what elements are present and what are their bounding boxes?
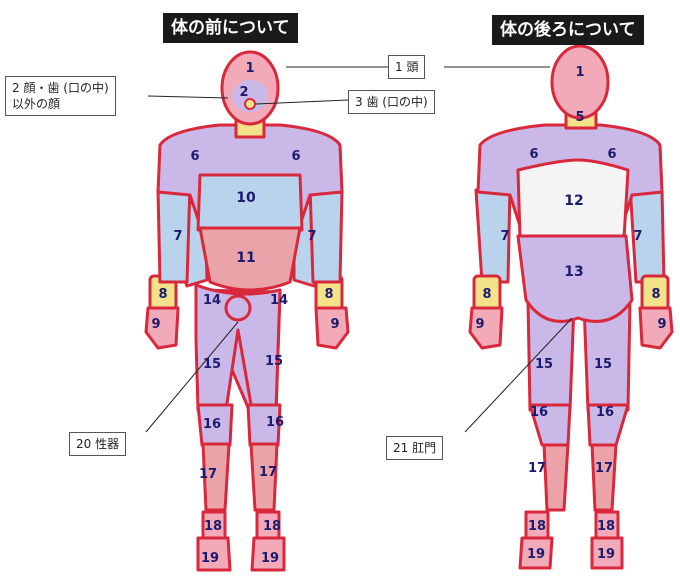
front-label-16a: 16 — [203, 417, 221, 432]
back-label-5: 5 — [575, 110, 584, 125]
back-hand-right — [640, 308, 672, 348]
front-figure — [146, 52, 348, 570]
front-label-19a: 19 — [201, 551, 219, 566]
back-head — [552, 46, 608, 118]
back-label-16b: 16 — [596, 405, 614, 420]
back-label-7a: 7 — [500, 229, 509, 244]
front-label-17b: 17 — [259, 465, 277, 480]
back-label-19b: 19 — [597, 547, 615, 562]
callout-line-face — [148, 96, 228, 98]
front-mouth — [245, 99, 255, 109]
front-title: 体の前について — [163, 13, 298, 43]
back-label-17a: 17 — [528, 461, 546, 476]
back-figure — [470, 46, 672, 568]
callout-genitals: 20 性器 — [69, 432, 126, 456]
back-label-19a: 19 — [527, 547, 545, 562]
front-label-9a: 9 — [151, 317, 160, 332]
back-label-8b: 8 — [651, 287, 660, 302]
front-label-15b: 15 — [265, 354, 283, 369]
front-label-11: 11 — [236, 250, 255, 266]
front-label-2: 2 — [239, 85, 248, 100]
front-label-17a: 17 — [199, 467, 217, 482]
callout-teeth: 3 歯 (口の中) — [348, 90, 435, 114]
back-label-6b: 6 — [607, 147, 616, 162]
front-label-7a: 7 — [173, 229, 182, 244]
front-label-15a: 15 — [203, 357, 221, 372]
back-label-1: 1 — [575, 65, 584, 80]
back-label-9a: 9 — [475, 317, 484, 332]
callout-face-line2: 以外の顔 — [12, 96, 109, 112]
back-label-7b: 7 — [633, 229, 642, 244]
back-shin-left — [544, 444, 568, 510]
front-label-8b: 8 — [324, 287, 333, 302]
front-label-14a: 14 — [203, 293, 221, 308]
callout-head: 1 頭 — [388, 55, 425, 79]
back-label-18b: 18 — [597, 519, 615, 534]
back-label-6a: 6 — [529, 147, 538, 162]
back-label-8a: 8 — [482, 287, 491, 302]
back-label-16a: 16 — [530, 405, 548, 420]
back-label-15a: 15 — [535, 357, 553, 372]
front-label-18b: 18 — [263, 519, 281, 534]
callout-face-line1: 2 顔・歯 (口の中) — [12, 80, 109, 96]
back-label-13: 13 — [564, 264, 583, 280]
front-label-7b: 7 — [307, 229, 316, 244]
front-label-6b: 6 — [291, 149, 300, 164]
front-label-1: 1 — [245, 61, 254, 76]
back-shin-right — [592, 444, 616, 510]
front-label-18a: 18 — [204, 519, 222, 534]
callout-anus: 21 肛門 — [386, 436, 443, 460]
back-label-17b: 17 — [595, 461, 613, 476]
callout-face: 2 顔・歯 (口の中) 以外の顔 — [5, 76, 116, 116]
back-label-15b: 15 — [594, 357, 612, 372]
front-label-14b: 14 — [270, 293, 288, 308]
front-label-19b: 19 — [261, 551, 279, 566]
front-label-6a: 6 — [190, 149, 199, 164]
back-title: 体の後ろについて — [492, 15, 644, 45]
back-label-18a: 18 — [528, 519, 546, 534]
front-label-9b: 9 — [330, 317, 339, 332]
front-label-8a: 8 — [158, 287, 167, 302]
front-label-16b: 16 — [266, 415, 284, 430]
back-label-9b: 9 — [657, 317, 666, 332]
back-label-12: 12 — [564, 193, 583, 209]
front-label-10: 10 — [236, 190, 256, 206]
